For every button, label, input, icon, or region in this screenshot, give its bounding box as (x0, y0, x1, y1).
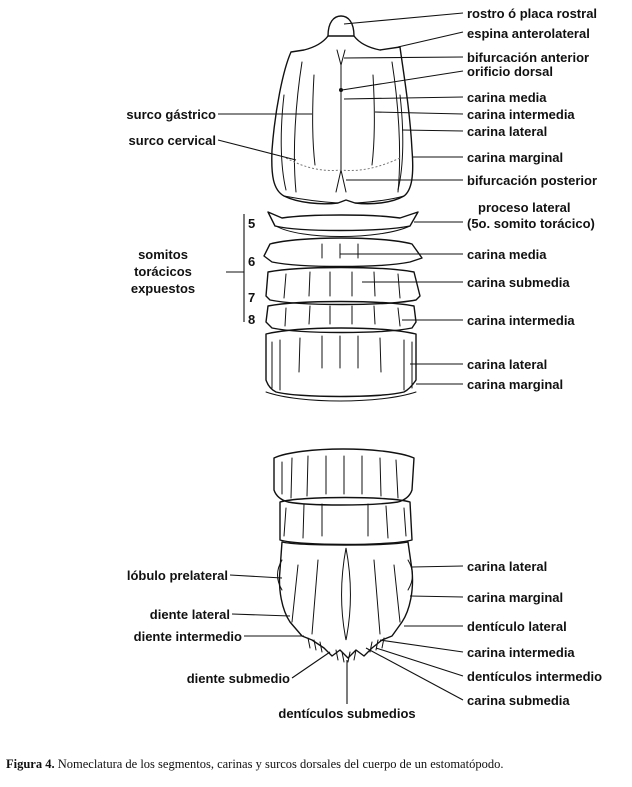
label-telson-carina-submedia: carina submedia (467, 693, 570, 708)
label-carina-media-1: carina media (467, 90, 547, 105)
label-somitos: somitos (138, 247, 188, 262)
label-surco-gastrico: surco gástrico (126, 107, 216, 122)
label-carina-marginal-2: carina marginal (467, 377, 563, 392)
label-lobulo-prelateral: lóbulo prelateral (127, 568, 228, 583)
label-toracicos: torácicos (134, 264, 192, 279)
somite-number-7: 7 (248, 290, 255, 305)
label-denticulos-intermedio: dentículos intermedio (467, 669, 602, 684)
label-telson-carina-lateral: carina lateral (467, 559, 547, 574)
label-diente-lateral: diente lateral (150, 607, 230, 622)
label-group-top: rostro ó placa rostral espina anterolate… (126, 6, 597, 392)
label-carina-intermedia-2: carina intermedia (467, 313, 575, 328)
somite-number-5: 5 (248, 216, 255, 231)
carapace-drawing (271, 15, 414, 205)
label-espina-anterolateral: espina anterolateral (467, 26, 590, 41)
label-denticulo-lateral: dentículo lateral (467, 619, 567, 634)
label-carina-marginal-1: carina marginal (467, 150, 563, 165)
somite-number-6: 6 (248, 254, 255, 269)
label-carina-lateral-2: carina lateral (467, 357, 547, 372)
label-carina-media-2: carina media (467, 247, 547, 262)
somite-number-8: 8 (248, 312, 255, 327)
label-carina-intermedia-1: carina intermedia (467, 107, 575, 122)
caption-label: Figura 4. (6, 757, 55, 771)
label-orificio-dorsal: orificio dorsal (467, 64, 553, 79)
label-diente-intermedio: diente intermedio (134, 629, 242, 644)
telson-drawing (273, 448, 415, 663)
label-expuestos: expuestos (131, 281, 195, 296)
label-bifurcacion-posterior: bifurcación posterior (467, 173, 597, 188)
somite-bracket (226, 214, 245, 322)
thoracic-somites-drawing (263, 211, 423, 402)
label-proceso-lateral-1: proceso lateral (478, 200, 571, 215)
label-diente-submedio: diente submedio (187, 671, 290, 686)
label-group-bottom: carina lateral carina marginal dentículo… (127, 559, 602, 721)
somite-numbers: 5 6 7 8 (248, 216, 255, 327)
label-carina-lateral-1: carina lateral (467, 124, 547, 139)
label-telson-carina-intermedia: carina intermedia (467, 645, 575, 660)
leader-lines (217, 12, 464, 704)
label-carina-submedia-1: carina submedia (467, 275, 570, 290)
figure-caption: Figura 4. Nomeclatura de los segmentos, … (6, 757, 626, 772)
label-telson-carina-marginal: carina marginal (467, 590, 563, 605)
label-surco-cervical: surco cervical (129, 133, 216, 148)
label-bifurcacion-anterior: bifurcación anterior (467, 50, 589, 65)
caption-text: Nomeclatura de los segmentos, carinas y … (54, 757, 504, 771)
label-rostro: rostro ó placa rostral (467, 6, 597, 21)
label-proceso-lateral-2: (5o. somito torácico) (467, 216, 595, 231)
label-denticulos-submedios: dentículos submedios (278, 706, 415, 721)
